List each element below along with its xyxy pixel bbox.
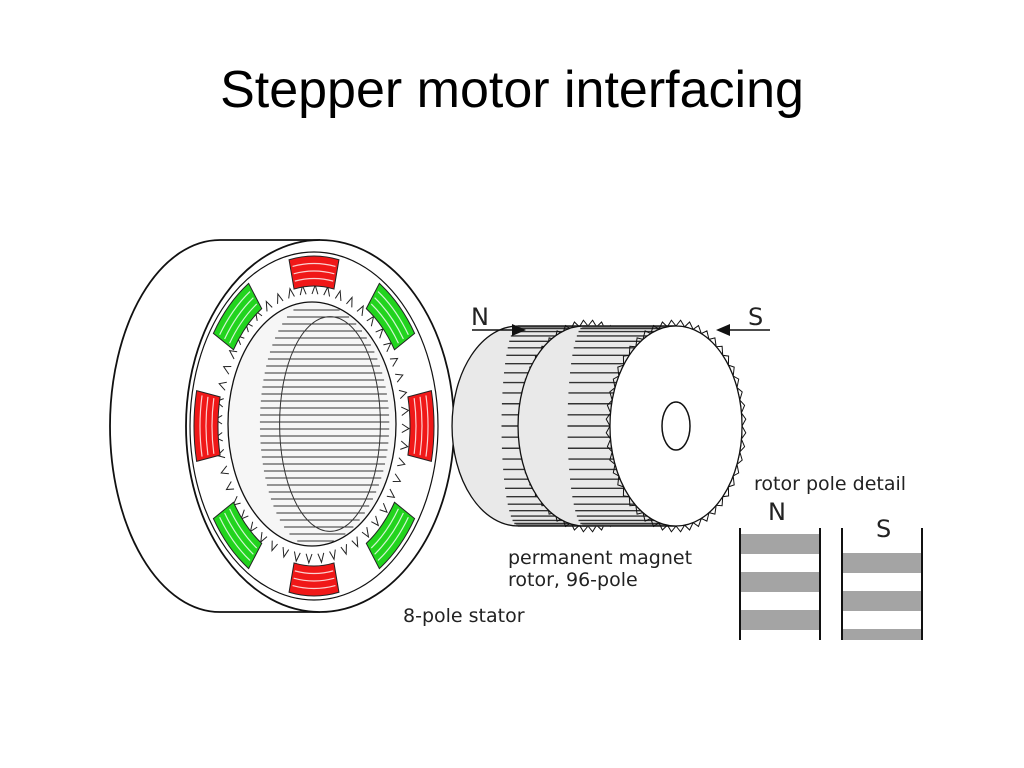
inner-rotor-ridges bbox=[259, 309, 390, 542]
pole-detail-north-strip bbox=[739, 528, 821, 640]
pole-detail-north-label: N bbox=[768, 498, 786, 526]
south-arrow: S bbox=[716, 303, 770, 336]
stator-inner-rim bbox=[189, 251, 439, 601]
rotor-label-line1: permanent magnet bbox=[508, 547, 692, 569]
pole-detail-south-label: S bbox=[876, 515, 891, 543]
pole-detail-title: rotor pole detail bbox=[754, 473, 906, 495]
stator-bore bbox=[227, 301, 397, 547]
stator bbox=[109, 239, 455, 613]
rotor-shaft-hole bbox=[661, 401, 691, 451]
pole-detail-south-strip bbox=[841, 528, 923, 640]
rotor bbox=[451, 319, 747, 533]
stator-poles bbox=[193, 255, 435, 597]
rotor-pole-detail: rotor pole detail N S bbox=[739, 473, 923, 640]
slide-title: Stepper motor interfacing bbox=[220, 61, 804, 119]
south-label: S bbox=[748, 303, 763, 331]
stator-label: 8-pole stator bbox=[403, 605, 525, 627]
rotor-label-line2: rotor, 96-pole bbox=[508, 569, 638, 591]
north-label: N bbox=[471, 303, 489, 331]
north-arrow: N bbox=[471, 303, 526, 336]
